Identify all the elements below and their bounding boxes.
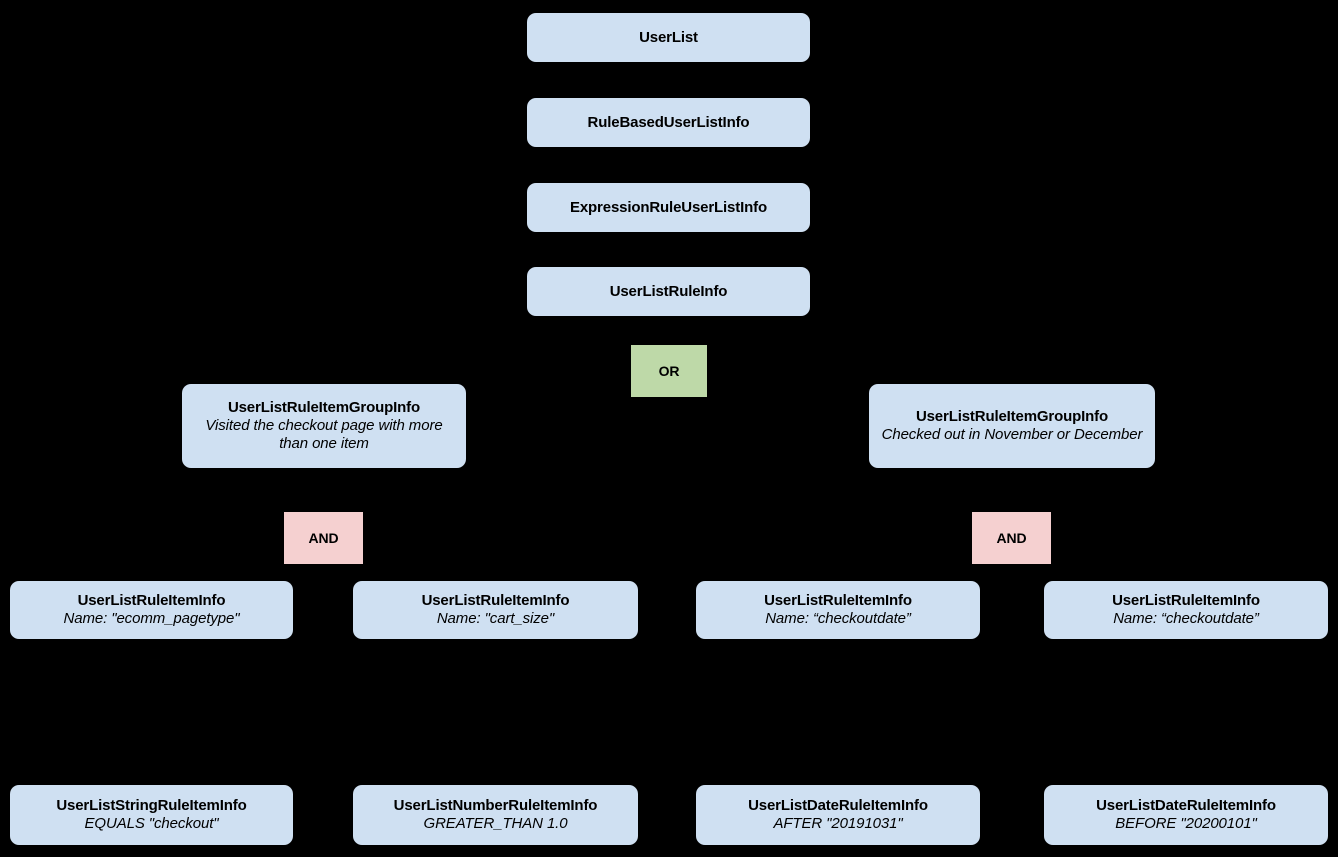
- node-leaf-date-after-rule-item[interactable]: UserListDateRuleItemInfo AFTER "20191031…: [696, 785, 980, 845]
- node-group-left-title: UserListRuleItemGroupInfo: [227, 399, 421, 417]
- node-group-right-detail: Checked out in November or December: [881, 426, 1143, 443]
- node-rule-item-ecomm-pagetype[interactable]: UserListRuleItemInfo Name: "ecomm_pagety…: [10, 581, 293, 639]
- node-rule-item-cart-size-title: UserListRuleItemInfo: [421, 592, 570, 610]
- node-leaf-number-rule-item-title: UserListNumberRuleItemInfo: [393, 797, 598, 815]
- node-and-operator-left-label: AND: [308, 529, 339, 546]
- arrowhead-string-leaf: [143, 771, 159, 787]
- node-leaf-date-before-rule-item-title: UserListDateRuleItemInfo: [1096, 797, 1276, 815]
- node-rule-item-checkoutdate-after-title: UserListRuleItemInfo: [764, 592, 912, 610]
- node-user-list[interactable]: UserList: [527, 13, 810, 62]
- node-leaf-date-before-rule-item[interactable]: UserListDateRuleItemInfo BEFORE "2020010…: [1044, 785, 1328, 845]
- node-user-list-rule-info[interactable]: UserListRuleInfo: [527, 267, 810, 316]
- node-leaf-number-rule-item[interactable]: UserListNumberRuleItemInfo GREATER_THAN …: [353, 785, 638, 845]
- node-leaf-date-after-rule-item-detail: AFTER "20191031": [773, 815, 903, 832]
- node-rule-item-checkoutdate-after[interactable]: UserListRuleItemInfo Name: “checkoutdate…: [696, 581, 980, 639]
- arrowhead-group-left: [320, 366, 342, 387]
- node-group-left[interactable]: UserListRuleItemGroupInfo Visited the ch…: [182, 384, 466, 468]
- node-group-right[interactable]: UserListRuleItemGroupInfo Checked out in…: [869, 384, 1155, 468]
- node-leaf-date-after-rule-item-title: UserListDateRuleItemInfo: [748, 797, 928, 815]
- arrowhead-group-right: [994, 366, 1016, 387]
- node-rule-item-checkoutdate-after-detail: Name: “checkoutdate”: [765, 610, 911, 627]
- node-rule-based-user-list-info[interactable]: RuleBasedUserListInfo: [527, 98, 810, 147]
- node-leaf-string-rule-item-title: UserListStringRuleItemInfo: [56, 797, 247, 815]
- node-and-operator-right[interactable]: AND: [972, 512, 1051, 564]
- node-or-operator-label: OR: [658, 362, 680, 379]
- node-leaf-number-rule-item-detail: GREATER_THAN 1.0: [423, 815, 568, 832]
- edge-and-left-to-cartsize: [347, 566, 496, 582]
- node-expression-rule-user-list-info[interactable]: ExpressionRuleUserListInfo: [527, 183, 810, 232]
- arrowhead-date-after-leaf: [830, 771, 846, 787]
- node-leaf-date-before-rule-item-detail: BEFORE "20200101": [1115, 815, 1257, 832]
- node-and-operator-left[interactable]: AND: [284, 512, 363, 564]
- node-leaf-string-rule-item-detail: EQUALS "checkout": [84, 815, 219, 832]
- node-rule-item-checkoutdate-before-detail: Name: “checkoutdate”: [1113, 610, 1259, 627]
- node-group-left-detail: Visited the checkout page with more than…: [205, 417, 443, 452]
- node-expression-rule-user-list-info-title: ExpressionRuleUserListInfo: [570, 198, 767, 216]
- arrowhead-date-before-leaf: [1178, 771, 1194, 787]
- node-rule-item-cart-size[interactable]: UserListRuleItemInfo Name: "cart_size": [353, 581, 638, 639]
- edge-and-right-to-checkoutdate-before: [1035, 566, 1187, 582]
- node-and-operator-right-label: AND: [996, 529, 1027, 546]
- arrowhead-number-leaf: [487, 771, 503, 787]
- node-user-list-rule-info-title: UserListRuleInfo: [609, 282, 728, 300]
- node-rule-item-cart-size-detail: Name: "cart_size": [436, 610, 555, 627]
- node-or-operator[interactable]: OR: [631, 345, 707, 397]
- node-group-right-title: UserListRuleItemGroupInfo: [915, 408, 1109, 426]
- node-rule-item-checkoutdate-before-title: UserListRuleItemInfo: [1112, 592, 1260, 610]
- node-rule-item-ecomm-pagetype-detail: Name: "ecomm_pagetype": [63, 610, 240, 627]
- node-rule-item-checkoutdate-before[interactable]: UserListRuleItemInfo Name: “checkoutdate…: [1044, 581, 1328, 639]
- node-leaf-string-rule-item[interactable]: UserListStringRuleItemInfo EQUALS "check…: [10, 785, 293, 845]
- edge-and-left-to-ecomm: [150, 566, 301, 582]
- edge-and-right-to-checkoutdate-after: [837, 566, 989, 582]
- node-user-list-title: UserList: [639, 28, 698, 46]
- node-rule-based-user-list-info-title: RuleBasedUserListInfo: [587, 113, 750, 131]
- node-rule-item-ecomm-pagetype-title: UserListRuleItemInfo: [77, 592, 226, 610]
